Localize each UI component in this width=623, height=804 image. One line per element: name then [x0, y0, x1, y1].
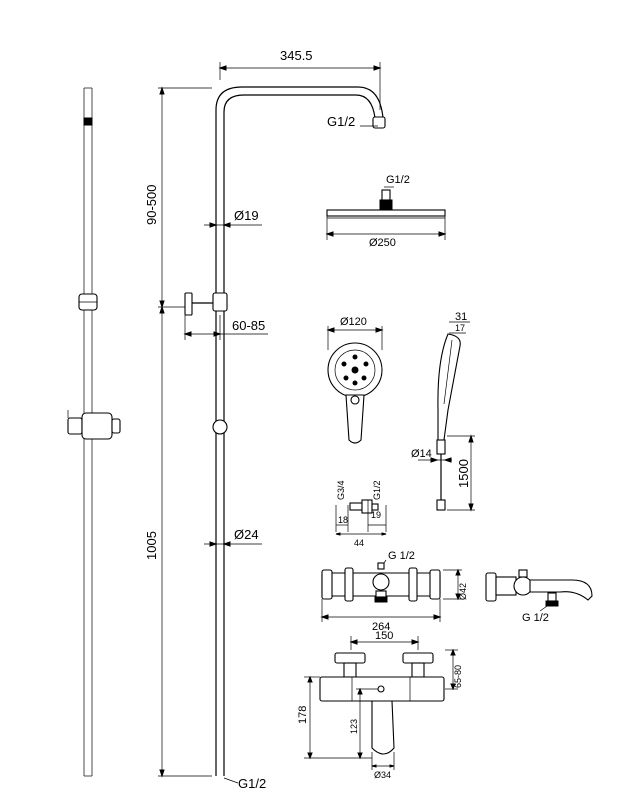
hand-shower-front: Ø120	[326, 316, 384, 444]
pipe-dia-upper-label: Ø19	[234, 208, 259, 223]
conn-dim-total-label: 44	[354, 538, 364, 548]
connector: G3/4 G1/2 18 19 44	[335, 480, 387, 548]
mixer-width-label: 264	[372, 621, 390, 633]
top-thread-label: G1/2	[327, 114, 355, 129]
bath-spout: G 1/2	[485, 569, 593, 624]
hand-dia-label: Ø120	[340, 316, 367, 328]
height-upper-label: 90-500	[144, 185, 159, 225]
conn-dim-b-label: 19	[371, 510, 381, 520]
conn-thread-a-label: G3/4	[336, 480, 346, 500]
conn-dim-a-label: 18	[338, 515, 348, 525]
mixer-height-label: Ø42	[458, 583, 468, 600]
bottom-range-label: 65-80	[453, 665, 463, 688]
mixer-thread-label: G 1/2	[388, 550, 415, 562]
bath-mixer-front: 150 Ø34 65-80 178 123	[297, 630, 463, 780]
bottom-spout-dia-label: Ø34	[374, 770, 391, 780]
bottom-spout-h-label: 123	[349, 719, 359, 734]
offset-label: 60-85	[232, 318, 265, 333]
spout-thread-label: G 1/2	[522, 612, 549, 624]
thermostat-mixer: G 1/2 264 Ø42	[320, 550, 468, 633]
head-dia-label: Ø250	[369, 237, 396, 249]
dim-pipe: Ø19 60-85 Ø24 G1/2	[183, 208, 268, 791]
dim-top-width: 345.5 G1/2	[218, 48, 382, 129]
top-width-label: 345.5	[280, 48, 313, 63]
height-lower-label: 1005	[144, 531, 159, 560]
hose-dia-label: Ø14	[411, 448, 432, 460]
shower-column	[184, 86, 386, 776]
conn-thread-b-label: G1/2	[372, 480, 382, 500]
hose-length-label: 1500	[456, 459, 471, 488]
pipe-dia-lower-label: Ø24	[234, 527, 259, 542]
slide-rail	[67, 87, 121, 777]
bottom-thread-label: G1/2	[238, 776, 266, 791]
head-thread-label: G1/2	[386, 174, 410, 186]
dim-left-heights: 90-500 1005	[144, 86, 212, 778]
bottom-total-h-label: 178	[297, 706, 309, 724]
hand-shower-side: 31 17 Ø14 1500	[411, 311, 475, 512]
bottom-spacing-label: 150	[375, 630, 393, 642]
hand-side-depth-label: 17	[455, 323, 465, 333]
head-shower: G1/2 Ø250	[325, 174, 447, 249]
hand-side-width-label: 31	[455, 311, 467, 323]
